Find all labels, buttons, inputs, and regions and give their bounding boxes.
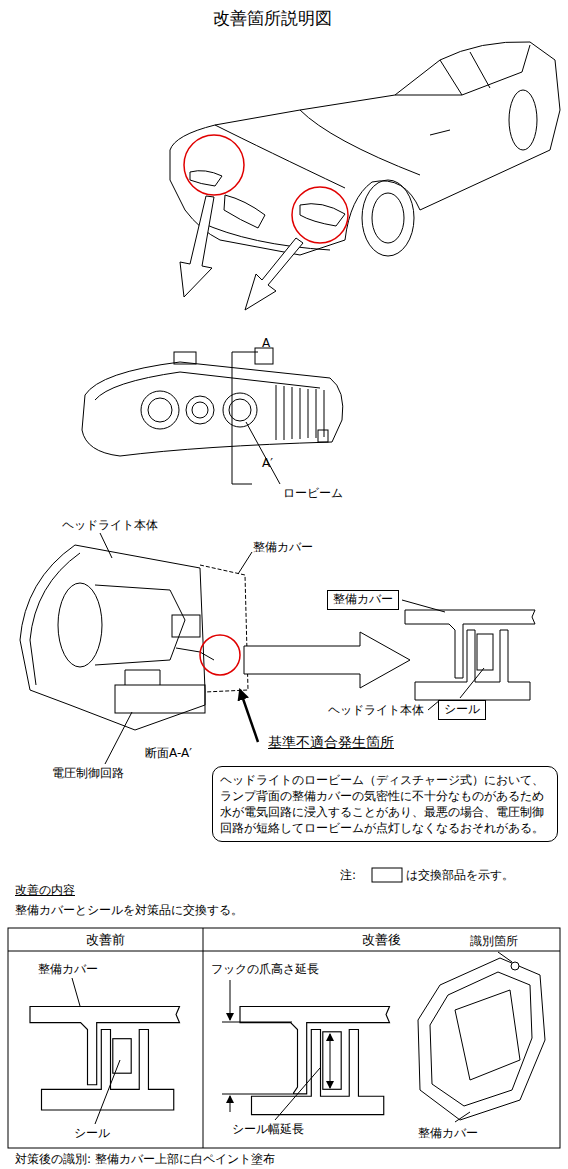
node-text: 整備カバー <box>333 592 393 608</box>
section-mark: A′ <box>262 456 273 470</box>
leader-line <box>72 978 120 1124</box>
joint-before <box>30 1007 180 1111</box>
highlight-circle <box>200 635 240 675</box>
footer-note: 対策後の識別: 整備カバー上部に白ペイント塗布 <box>15 1152 275 1166</box>
section-heading: 改善の内容 <box>15 883 75 897</box>
part-label: 整備カバー <box>38 962 98 976</box>
dimension-label: フックの爪高さ延長 <box>211 962 319 976</box>
joint-detail <box>405 610 535 700</box>
table-header: 改善前 <box>8 932 203 948</box>
cover-illustration <box>418 952 545 1122</box>
replaced-part-box: 整備カバー <box>327 590 399 610</box>
diagram-title: 改善箇所説明図 <box>0 8 545 28</box>
open-arrow <box>245 238 303 310</box>
note-label: は交換部品を示す。 <box>406 868 514 882</box>
leader-line <box>402 600 484 710</box>
highlight-circle <box>292 187 348 243</box>
node-text: シール <box>444 702 480 718</box>
note-box-sample <box>372 868 402 882</box>
part-label: 識別箇所 <box>470 934 518 948</box>
part-label: 電圧制御回路 <box>52 766 124 780</box>
section-illustration <box>20 533 252 764</box>
callout-heading: 基準不適合発生箇所 <box>268 734 394 751</box>
replaced-part-box: シール <box>438 700 486 720</box>
section-label: 断面A-A′ <box>145 746 192 760</box>
part-label: ヘッドライト本体 <box>328 703 424 717</box>
section-mark: A <box>262 336 270 350</box>
node-text: ヘッドライトのロービーム（ディスチャージ式）において、ランプ背面の整備カバーの気… <box>220 772 550 836</box>
car-illustration <box>170 42 560 256</box>
body-text: 整備カバーとシールを対策品に交換する。 <box>15 903 243 917</box>
note-label: 注: <box>340 868 356 882</box>
part-label: シール <box>74 1126 110 1140</box>
part-label: 整備カバー <box>253 540 313 554</box>
pointer-arrow <box>240 690 258 742</box>
description-callout: ヘッドライトのロービーム（ディスチャージ式）において、ランプ背面の整備カバーの気… <box>212 766 558 842</box>
headlight-illustration <box>82 348 343 484</box>
part-label: ヘッドライト本体 <box>62 518 158 532</box>
highlight-circle <box>184 135 244 195</box>
joint-after <box>240 1007 390 1115</box>
table-grid <box>8 928 560 1148</box>
dimension-lines <box>222 980 330 1120</box>
part-label: ロービーム <box>283 486 343 500</box>
open-arrow <box>244 632 410 688</box>
part-label: 整備カバー <box>418 1126 478 1140</box>
open-arrow <box>180 196 214 297</box>
dimension-label: シール幅延長 <box>232 1122 304 1136</box>
